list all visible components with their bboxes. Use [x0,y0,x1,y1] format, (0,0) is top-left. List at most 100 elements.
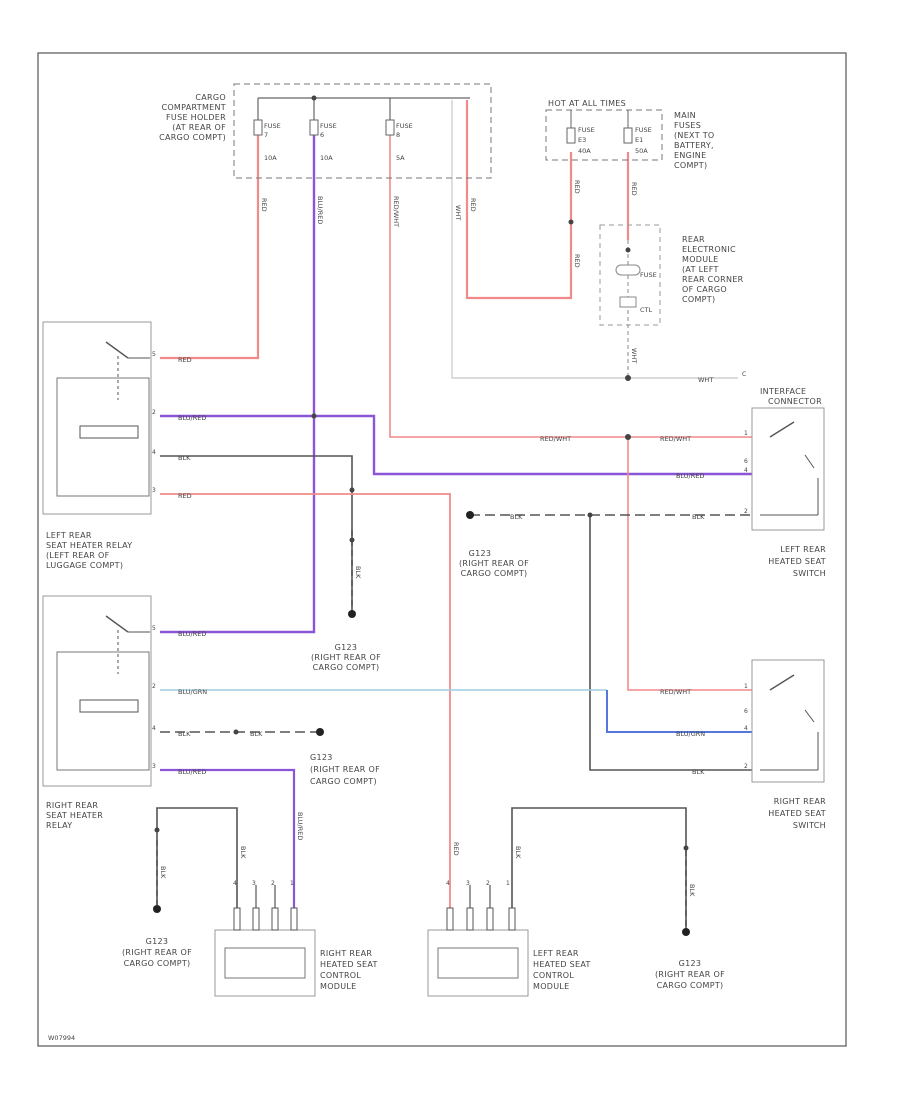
wire-label-blured: BLU/RED [178,768,206,776]
fuse-6-label: FUSE [320,122,337,130]
right-relay-pin-5: 5 [152,625,156,632]
fuse-e1-number: E1 [635,136,643,144]
wire-label-wht: WHT [630,348,638,363]
right-module-pin-2: 2 [271,880,275,887]
wire-label-blugrn: BLU/GRN [676,730,705,738]
wire-redwht-fuse8 [389,135,752,438]
left-module-pin-3: 3 [466,880,470,887]
rem-pin: C [742,371,746,378]
left-module-label-3: CONTROL [533,971,574,980]
fuse-8-amp: 5A [396,154,405,162]
left-module-pin-4: 4 [446,880,450,887]
rem-label-4: (AT LEFT [682,265,719,274]
hot-at-all-times-label: HOT AT ALL TIMES [548,99,626,108]
wire-label-redwht: RED/WHT [540,435,571,443]
fuse-holder-label-3: FUSE HOLDER [166,113,226,122]
ground-icon [153,905,161,913]
wire-label-red: RED [178,492,192,500]
fuse-e3-amp: 40A [578,147,591,155]
diagram-frame [37,52,847,1047]
main-fuses-label-1: MAIN [674,111,696,120]
diagram-code: W07994 [48,1034,75,1042]
ground-icon [348,610,356,618]
ground-g2-label-3: CARGO COMPT) [313,663,380,672]
wire-blured-right-module [160,768,296,908]
left-relay-pin-3: 3 [152,487,156,494]
wire-blk-left-module [511,807,687,930]
wire-blk-left-relay [160,455,353,612]
fuse-7-label: FUSE [264,122,281,130]
left-switch-label-1: LEFT REAR [780,545,826,554]
wire-label-blk: BLK [354,566,362,579]
right-switch-label-3: SWITCH [793,821,826,830]
main-fuses-label-5: ENGINE [674,151,706,160]
wire-blk-right-switch [589,515,752,771]
rem-label-6: OF CARGO [682,285,727,294]
ground-g5-label-2: (RIGHT REAR OF [655,970,725,979]
wire-label-blured: BLU/RED [316,196,324,224]
left-module-label-2: HEATED SEAT [533,960,591,969]
wire-label-red: RED [573,180,581,194]
ground-icon [316,728,324,736]
wire-label-red: RED [573,254,581,268]
fuse-holder-label-1: CARGO [195,93,226,102]
wire-label-red: RED [260,198,268,212]
left-switch-pin-4: 4 [744,467,748,474]
right-module-label-3: CONTROL [320,971,361,980]
fuse-8-label: FUSE [396,122,413,130]
main-fuses-label-3: (NEXT TO [674,131,715,140]
right-relay-pin-2: 2 [152,683,156,690]
left-module-label-4: MODULE [533,982,570,991]
fuse-holder-label-2: COMPARTMENT [161,103,226,112]
wire-red-e3 [465,100,573,300]
ground-g4-label-1: G123 [146,937,169,946]
left-module-pin-1: 1 [506,880,510,887]
wire-label-blk: BLK [159,866,167,879]
ground-g3-label-1: G123 [310,753,333,762]
fuse-6-amp: 10A [320,154,333,162]
fuse-e3-number: E3 [578,136,586,144]
right-module-label-4: MODULE [320,982,357,991]
wire-label-wht: WHT [698,376,713,384]
wire-blured-left-relay [160,414,752,476]
wire-blk-right-module [156,807,238,908]
ground-g3-label-2: (RIGHT REAR OF [310,765,380,774]
wires [156,100,752,930]
left-relay-pin-5: 5 [152,351,156,358]
left-relay-label-2: SEAT HEATER RELAY [46,541,132,550]
wire-label-red: RED [469,198,477,212]
wire-label-blk: BLK [692,768,705,776]
wire-wht [451,100,738,379]
rem-label-1: REAR [682,235,705,244]
left-rear-heated-seat-control-module: 4 3 2 1 LEFT REAR HEATED SEAT CONTROL MO… [427,880,591,997]
wire-label-blk: BLK [692,513,705,521]
right-switch-label-2: HEATED SEAT [768,809,826,818]
fuse-holder-label-4: (AT REAR OF [172,123,226,132]
fuse-7-number: 7 [264,131,268,139]
wire-red-fuse7 [160,135,260,360]
wire-label-blk: BLK [239,846,247,859]
ground-g4-label-3: CARGO COMPT) [124,959,191,968]
wire-label-blured: BLU/RED [178,414,206,422]
wire-label-red: RED [178,356,192,364]
ground-g1-label-3: CARGO COMPT) [461,569,528,578]
wire-red-left-module [160,493,451,908]
wire-label-redwht: RED/WHT [660,688,691,696]
right-relay-label-2: SEAT HEATER [46,811,103,820]
ground-g2-label-1: G123 [335,643,358,652]
wire-label-wht: WHT [454,205,462,220]
rem-label-5: REAR CORNER [682,275,744,284]
ground-g5-label-3: CARGO COMPT) [657,981,724,990]
left-relay-pin-4: 4 [152,449,156,456]
right-switch-pin-6: 6 [744,708,748,715]
ground-g4-label-2: (RIGHT REAR OF [122,948,192,957]
left-relay-label-3: (LEFT REAR OF [46,551,110,560]
ground-g5-label-1: G123 [679,959,702,968]
right-relay-label-1: RIGHT REAR [46,801,98,810]
